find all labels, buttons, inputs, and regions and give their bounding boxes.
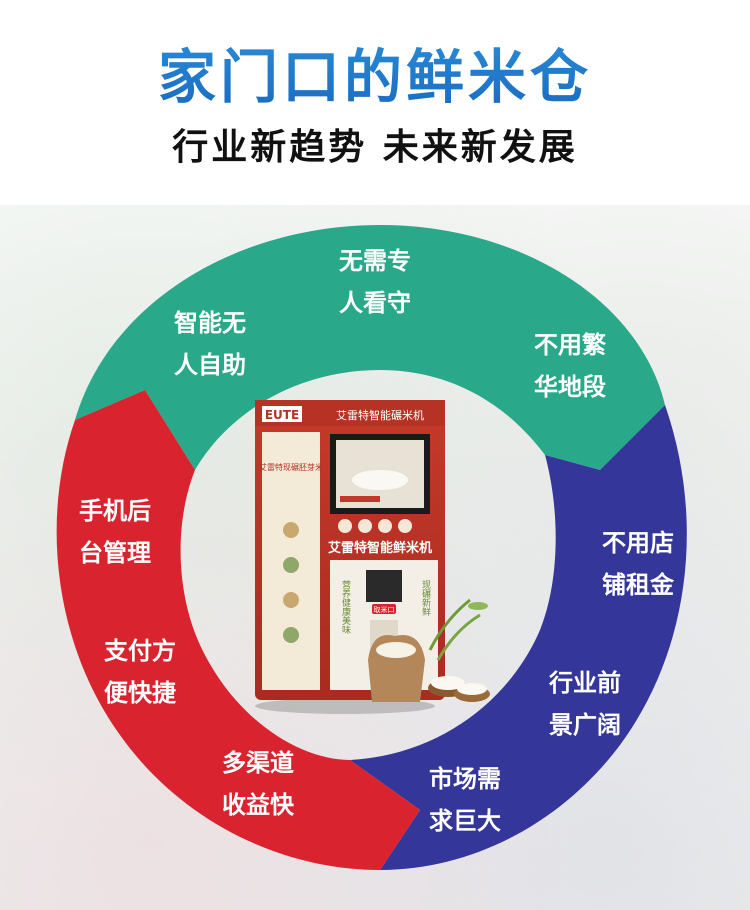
benefit-no-rent: 不用店 铺租金 [578, 522, 698, 606]
rice-products [368, 598, 490, 702]
machine-slogan-right: 现碾新鲜 [420, 580, 431, 617]
benefit-line: 人看守 [339, 289, 411, 317]
benefit-self-service: 智能无 人自助 [150, 302, 270, 386]
ring-segment-red [56, 390, 421, 870]
benefit-ring: EUTE 艾雷特智能碾米机 艾雷特现碾胚芽米 艾雷特智能鲜米机 取米口 营养健康… [56, 225, 687, 870]
benefit-line: 市场需 [429, 765, 501, 793]
benefit-line: 台管理 [79, 539, 151, 567]
machine-slogan-left: 营养健康美味 [340, 579, 351, 635]
benefit-line: 支付方 [104, 637, 176, 665]
benefit-line: 景广阔 [549, 711, 621, 739]
benefit-line: 多渠道 [222, 749, 294, 777]
benefit-line: 行业前 [549, 669, 621, 697]
vending-machine: EUTE 艾雷特智能碾米机 艾雷特现碾胚芽米 艾雷特智能鲜米机 取米口 营养健康… [255, 400, 445, 714]
benefit-line: 人自助 [174, 351, 246, 379]
benefit-line: 不用繁 [534, 331, 606, 359]
machine-brand: EUTE [265, 408, 299, 422]
benefit-line: 智能无 [174, 309, 246, 337]
benefit-line: 华地段 [534, 373, 606, 401]
benefit-easy-payment: 支付方 便快捷 [80, 630, 200, 714]
benefit-line: 无需专 [339, 247, 411, 275]
benefit-line: 收益快 [222, 791, 294, 819]
header: 家门口的鲜米仓 行业新趋势 未来新发展 [0, 0, 750, 205]
machine-button-label: 取米口 [374, 605, 395, 614]
machine-top-sign: 艾雷特智能碾米机 [336, 408, 424, 422]
benefit-market-demand: 市场需 求巨大 [405, 758, 525, 842]
page-title: 家门口的鲜米仓 [0, 30, 750, 114]
machine-panel-title: 艾雷特智能鲜米机 [328, 540, 432, 556]
benefit-industry-prospect: 行业前 景广阔 [525, 662, 645, 746]
ring-segment-blue [350, 405, 687, 870]
benefit-line: 不用店 [602, 529, 674, 557]
machine-side-sign: 艾雷特现碾胚芽米 [259, 462, 323, 472]
benefit-no-staff: 无需专 人看守 [315, 240, 435, 324]
benefit-line: 求巨大 [429, 807, 501, 835]
benefit-line: 手机后 [79, 497, 151, 525]
benefit-line: 便快捷 [104, 679, 176, 707]
ring-segment-green [75, 225, 665, 470]
page-subtitle: 行业新趋势 未来新发展 [172, 127, 578, 168]
benefit-no-prime-location: 不用繁 华地段 [510, 324, 630, 408]
benefit-line: 铺租金 [602, 571, 674, 599]
benefit-multi-channel: 多渠道 收益快 [198, 742, 318, 826]
benefit-mobile-management: 手机后 台管理 [55, 490, 175, 574]
